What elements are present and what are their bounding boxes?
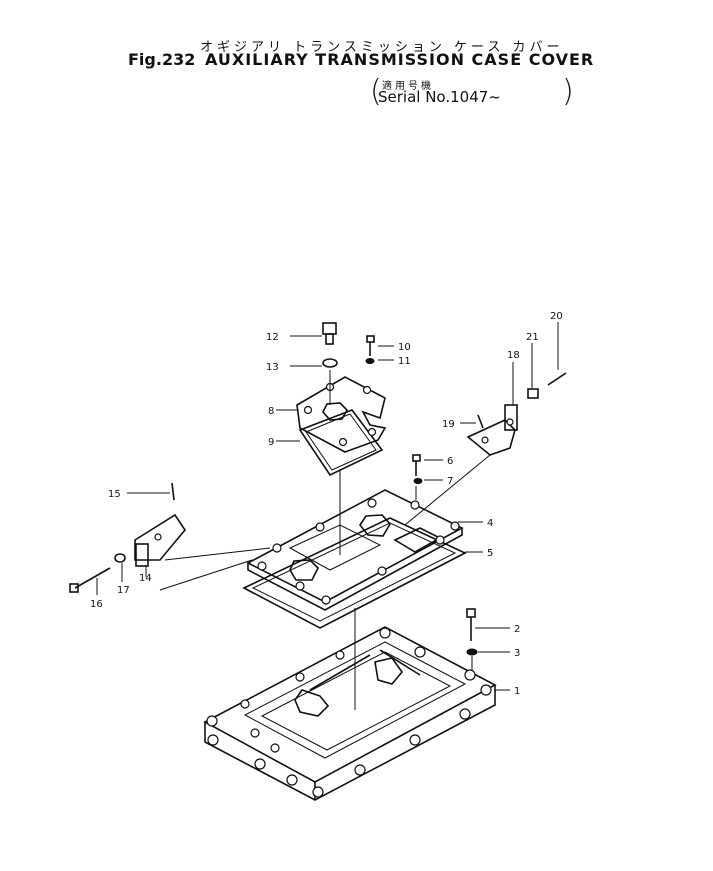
part-10-bolt [366,335,375,356]
part-18-bracket [466,404,518,456]
part-11-washer [365,358,375,364]
part-6-bolt [412,454,421,476]
serial-label-jp: 適用号機 [382,81,434,92]
callout-4: 4 [487,518,493,529]
part-13-washer [322,358,338,368]
part-17-washer [114,553,126,563]
close-paren: ) [562,74,574,109]
part-2-bolt [466,608,476,641]
open-paren: ( [370,74,382,109]
callout-14: 14 [139,573,152,584]
callout-15: 15 [108,489,121,500]
callout-5: 5 [487,548,493,559]
part-5-gasket [242,517,467,629]
part-15-bolt [171,482,175,501]
callout-2: 2 [514,624,520,635]
figure-header: オギジアリ トランスミッション ケース カバー Fig.232 AUXILIAR… [0,0,713,110]
part-21-nut [527,388,539,399]
callout-labels: 12 13 10 11 8 9 6 7 4 5 2 3 1 19 18 21 2… [90,311,563,697]
part-4-cover-plate [246,489,464,611]
part-8-small-cover [296,376,387,453]
callout-12: 12 [266,332,279,343]
part-20-bolt [547,372,567,386]
figure-number: Fig.232 [128,50,196,69]
callout-6: 6 [447,456,453,467]
leader-lines [96,322,559,691]
callout-3: 3 [514,648,520,659]
callout-11: 11 [398,356,411,367]
callout-8: 8 [268,406,274,417]
callout-16: 16 [90,599,103,610]
callout-7: 7 [447,476,453,487]
part-1-case-body [203,626,497,801]
callout-10: 10 [398,342,411,353]
part-3-washer [466,648,478,656]
serial-range: Serial No.1047~ [378,88,501,106]
callout-1: 1 [514,686,520,697]
assembly-lines [159,370,491,710]
callout-21: 21 [526,332,539,343]
part-19-bolt [477,414,484,429]
japanese-title: オギジアリ トランスミッション ケース カバー [200,40,564,55]
callout-17: 17 [117,585,130,596]
part-14-bracket [134,513,186,567]
figure-title: AUXILIARY TRANSMISSION CASE COVER [205,50,595,69]
callout-9: 9 [268,437,274,448]
part-12-plug [322,322,337,345]
callout-13: 13 [266,362,279,373]
callout-19: 19 [442,419,455,430]
part-16-bolt [69,567,111,593]
part-7-washer [413,478,423,484]
callout-20: 20 [550,311,563,322]
callout-18: 18 [507,350,520,361]
